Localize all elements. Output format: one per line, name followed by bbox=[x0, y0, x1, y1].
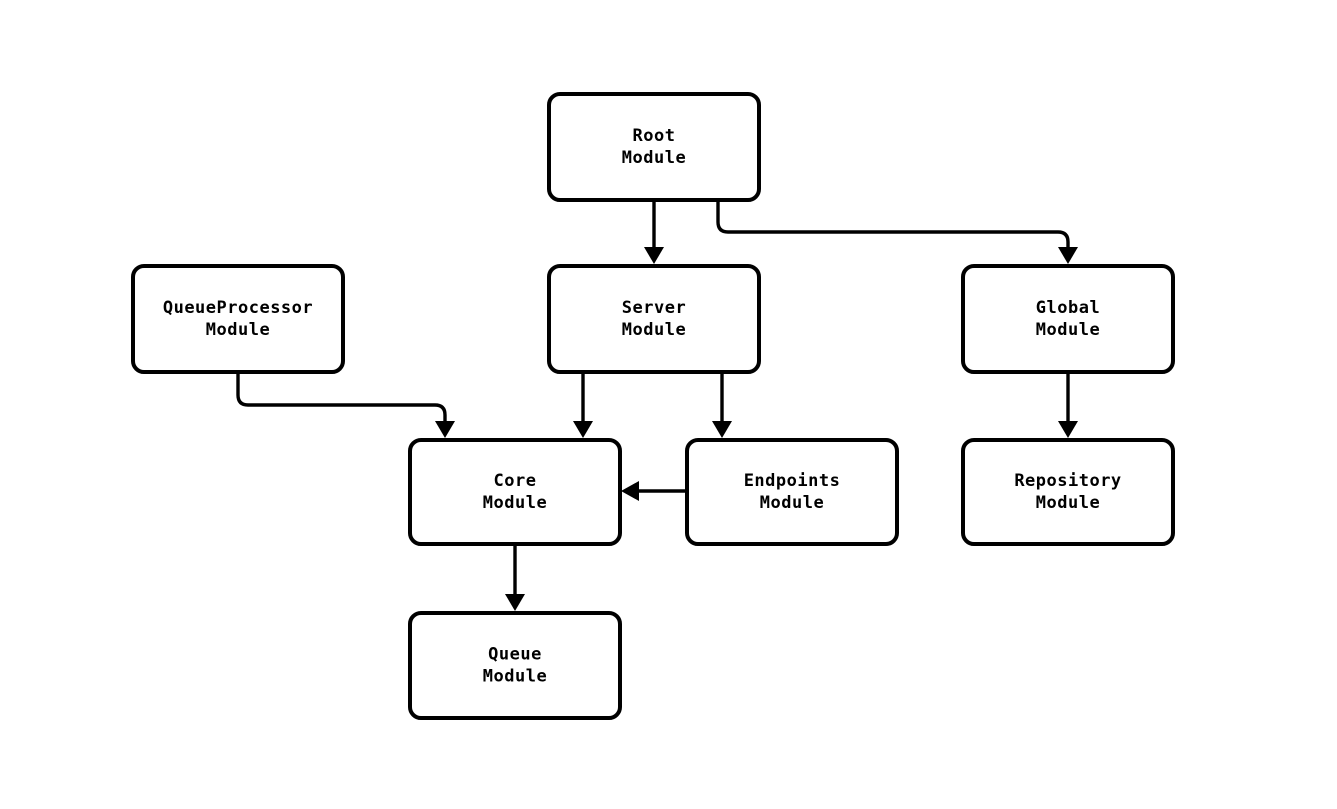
node-label-line1: QueueProcessor bbox=[163, 298, 313, 318]
node-shape[interactable] bbox=[131, 264, 345, 374]
node-shape[interactable] bbox=[961, 264, 1175, 374]
node-label-line1: Repository bbox=[1014, 471, 1121, 491]
arrowhead-icon bbox=[1058, 247, 1078, 264]
node-label-line2: Module bbox=[1036, 320, 1100, 340]
node-shape[interactable] bbox=[547, 92, 761, 202]
arrowhead-icon bbox=[712, 421, 732, 438]
edge-endpoints-to-core bbox=[621, 481, 687, 501]
node-label-line1: Endpoints bbox=[744, 471, 841, 491]
node-label-line2: Module bbox=[1036, 493, 1100, 513]
node-label-line1: Core bbox=[494, 471, 537, 491]
node-label-line1: Global bbox=[1036, 298, 1100, 318]
node-label-line1: Queue bbox=[488, 645, 542, 665]
arrowhead-icon bbox=[1058, 421, 1078, 438]
edge-core-to-queue bbox=[505, 544, 525, 611]
node-label-line1: Root bbox=[633, 126, 676, 146]
node-label-line2: Module bbox=[483, 493, 547, 513]
node-shape[interactable] bbox=[408, 611, 622, 720]
node-label-line2: Module bbox=[622, 320, 686, 340]
edge-root-to-server bbox=[644, 200, 664, 264]
arrowhead-icon bbox=[644, 247, 664, 264]
nodes-layer: RootModuleQueueProcessorModuleServerModu… bbox=[131, 92, 1175, 720]
edge-queueprocessor-to-core bbox=[236, 372, 455, 438]
node-shape[interactable] bbox=[408, 438, 622, 546]
edge-root-to-global bbox=[716, 200, 1078, 264]
arrowhead-icon bbox=[621, 481, 639, 501]
arrowhead-icon bbox=[505, 594, 525, 611]
arrowhead-icon bbox=[435, 421, 455, 438]
arrowhead-icon bbox=[573, 421, 593, 438]
node-shape[interactable] bbox=[685, 438, 899, 546]
node-label-line2: Module bbox=[760, 493, 824, 513]
edge-line bbox=[716, 200, 1070, 247]
node-shape[interactable] bbox=[547, 264, 761, 374]
node-shape[interactable] bbox=[961, 438, 1175, 546]
edge-server-to-endpoints bbox=[712, 372, 732, 438]
edge-global-to-repository bbox=[1058, 372, 1078, 438]
node-label-line2: Module bbox=[622, 148, 686, 168]
node-label-line1: Server bbox=[622, 298, 686, 318]
node-label-line2: Module bbox=[483, 667, 547, 687]
edges-layer bbox=[236, 200, 1078, 611]
node-label-line2: Module bbox=[206, 320, 270, 340]
edge-line bbox=[236, 372, 447, 421]
edge-server-to-core bbox=[573, 372, 593, 438]
